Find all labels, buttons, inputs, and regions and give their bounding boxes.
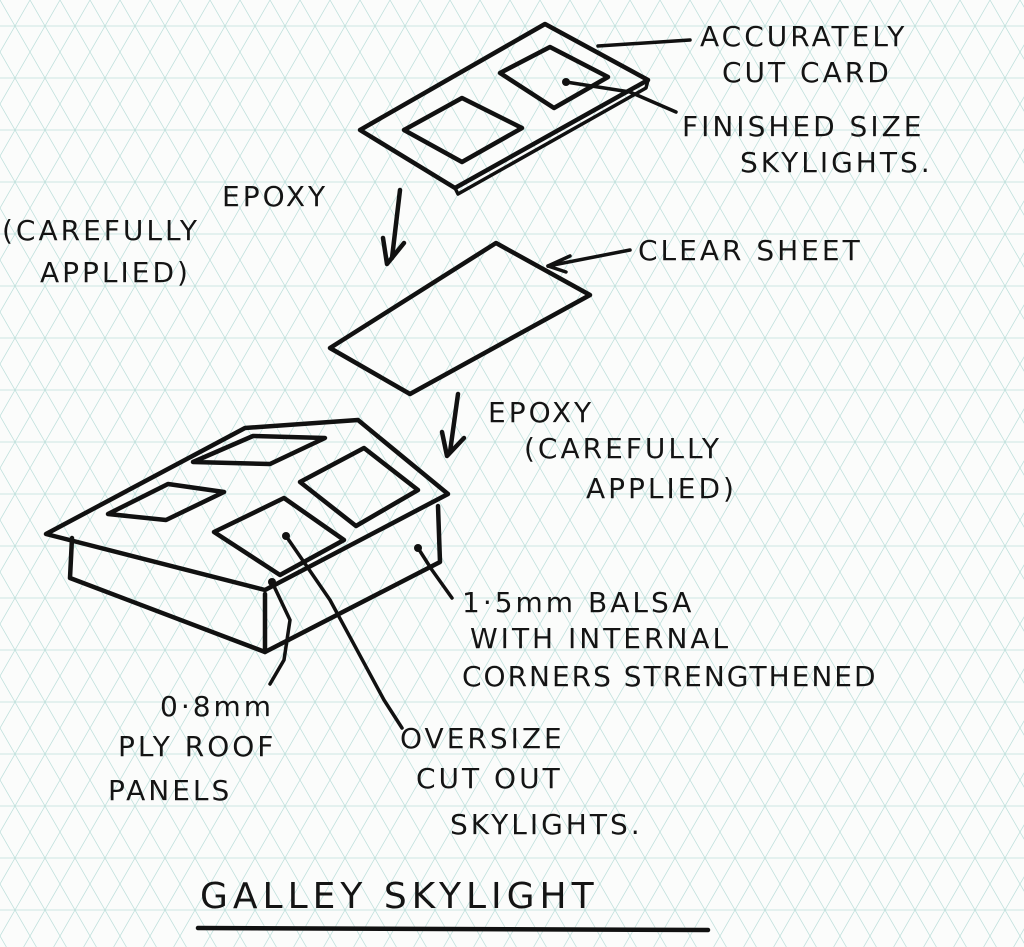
label-corners: CORNERS STRENGTHENED [462, 660, 878, 693]
galley-structure [43, 417, 451, 655]
label-accurately: ACCURATELY [700, 20, 908, 53]
title-underline [195, 925, 711, 933]
roof-outline [43, 417, 451, 593]
label-carefully-bottom: (CAREFULLY [524, 432, 722, 465]
leader-card [596, 38, 692, 48]
leader-finished-skylights [564, 80, 678, 114]
front-skylight-left [211, 495, 347, 578]
side-wall [67, 535, 268, 655]
label-oversize-skylights: SKYLIGHTS. [450, 808, 643, 841]
rear-skylight-upper [190, 433, 328, 467]
epoxy-arrow-bottom [447, 391, 461, 455]
label-ply-thickness: 0·8mm [160, 690, 275, 723]
label-clear-sheet: CLEAR SHEET [638, 234, 863, 267]
label-ply-roof: PLY ROOF [118, 730, 277, 763]
card-opening-left [401, 95, 525, 165]
label-cut-card: CUT CARD [722, 56, 892, 89]
label-applied-top: APPLIED) [40, 256, 191, 289]
front-wall [262, 503, 443, 655]
leader-balsa [416, 546, 454, 600]
label-finished-size: FINISHED SIZE [682, 110, 925, 143]
label-epoxy-top: EPOXY [222, 180, 329, 213]
epoxy-arrow-top [389, 187, 403, 261]
front-skylight-right [297, 445, 421, 529]
card-opening-right [497, 44, 611, 111]
label-cut-out: CUT OUT [416, 762, 563, 795]
label-panels: PANELS [108, 774, 233, 807]
card-with-skylights [357, 21, 651, 196]
clear-sheet [327, 240, 593, 397]
leader-ply-roof [268, 580, 292, 686]
label-skylights: SKYLIGHTS. [740, 146, 933, 179]
label-applied-bottom: APPLIED) [586, 472, 737, 505]
label-epoxy-bottom: EPOXY [488, 396, 595, 429]
label-carefully-top: (CAREFULLY [2, 214, 200, 247]
leader-oversize [284, 534, 404, 730]
diagram-title: GALLEY SKYLIGHT [200, 876, 599, 917]
label-internal: WITH INTERNAL [470, 622, 732, 655]
rear-skylight-lower [105, 481, 227, 523]
label-balsa: 1·5mm BALSA [462, 586, 695, 619]
label-oversize: OVERSIZE [400, 722, 565, 755]
leader-clear-sheet [546, 248, 632, 268]
